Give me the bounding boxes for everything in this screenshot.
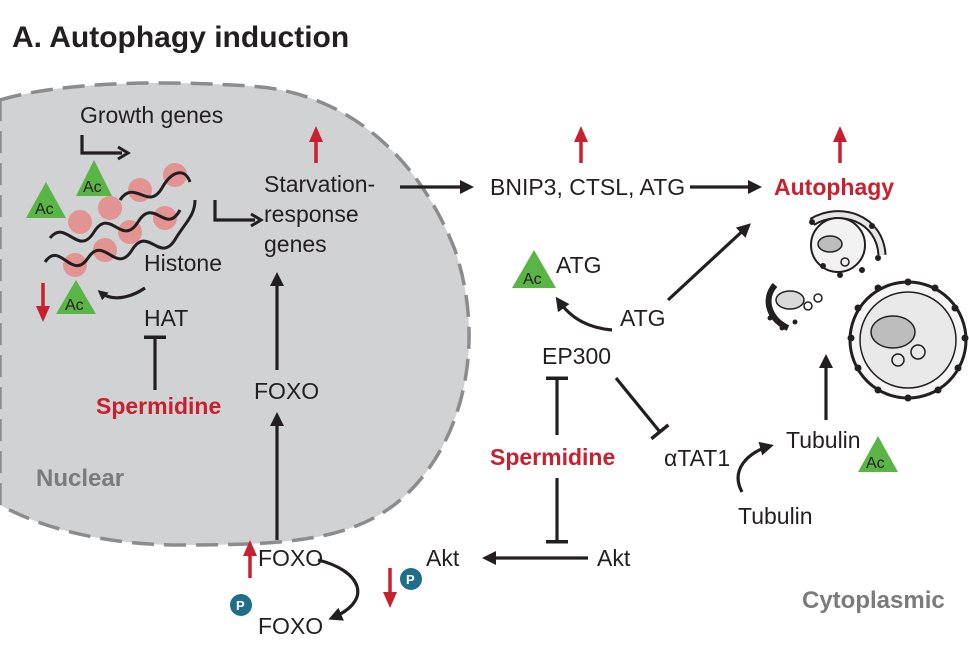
atat1-label: αTAT1 [664,445,730,471]
starvation-genes-line3: genes [264,231,327,257]
tubulin-label: Tubulin [738,503,813,529]
svg-text:P: P [236,598,245,613]
up-arrow-icon [833,126,847,163]
acetyl-group-icon: Ac [858,436,898,472]
down-arrow-icon [383,568,397,608]
ep300-label: EP300 [542,343,611,369]
tubulin-acetylation-arrow [736,441,774,493]
phosphate-icon: P [230,594,252,616]
akt-left-label: Akt [426,545,460,571]
cytoplasmic-label: Cytoplasmic [802,587,945,614]
up-arrow-icon [574,126,588,163]
figure-title: A. Autophagy induction [12,21,349,54]
atg-label: ATG [620,305,666,331]
ep300-inhibits-atat1 [614,376,670,441]
svg-text:P: P [406,572,415,587]
starvation-genes-promoter-icon [213,200,255,222]
atg-to-autophagy-arrow [666,223,751,302]
up-arrow-icon [243,540,257,578]
foxo-cytoplasmic-label: FOXO [258,545,323,571]
acetylated-tubulin-label: Tubulin [786,427,861,453]
svg-text:Ac: Ac [83,179,102,196]
nuclear-foxo-label: FOXO [254,378,319,404]
up-arrow-icon [309,126,323,163]
phagophore-icon [765,283,823,331]
histone-label: Histone [144,250,222,276]
autophagosome-icon [809,210,887,278]
acetyl-group-icon: Ac [512,250,556,288]
svg-text:Ac: Ac [523,271,542,288]
spermidine-nuclear-label: Spermidine [96,393,221,419]
svg-text:Ac: Ac [866,455,885,472]
hat-acetylation-arrow [97,286,146,301]
phosphate-icon: P [400,568,422,590]
chromatin-icon [43,163,197,277]
autolysosome-icon [847,278,969,402]
bnip3-ctsl-atg-label: BNIP3, CTSL, ATG [490,174,685,200]
svg-text:Ac: Ac [35,201,54,218]
down-arrow-icon [36,283,50,322]
svg-text:Ac: Ac [65,297,84,314]
growth-genes-promoter-icon [80,135,122,155]
akt-right-label: Akt [597,545,631,571]
nuclear-label: Nuclear [36,465,124,492]
spermidine-cytoplasmic-label: Spermidine [490,444,615,470]
acetyl-group-icon: Ac [56,280,96,314]
hat-label: HAT [144,305,188,331]
growth-genes-label: Growth genes [80,102,223,128]
acetyl-group-icon: Ac [76,160,112,196]
phospho-foxo-label: FOXO [258,613,323,639]
ep300-acetylates-atg-arrow [555,296,613,332]
starvation-genes-line2: response [264,201,359,227]
autophagy-label: Autophagy [774,174,894,200]
starvation-genes-line1: Starvation- [264,171,375,197]
acetylated-atg-label: ATG [556,252,602,278]
acetyl-group-icon: Ac [26,182,66,218]
foxo-phosphorylation-arrow [317,558,360,621]
